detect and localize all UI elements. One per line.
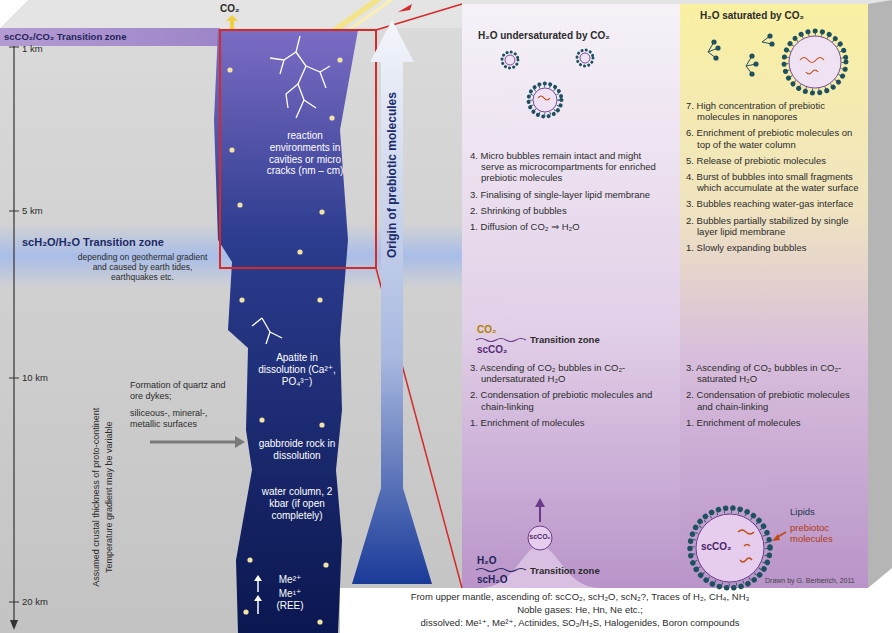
part-label: Lipids: [790, 506, 815, 517]
step-item: 1. Enrichment of molecules: [470, 417, 665, 428]
zone-label: Transition zone: [530, 334, 600, 345]
depth-label: 10 km: [22, 372, 48, 383]
origin-arrow: Origin of prebiotic molecules: [348, 18, 436, 586]
arrow-title: Origin of prebiotic molecules: [385, 92, 399, 258]
step-item: 5. Release of prebiotic molecules: [686, 155, 860, 166]
step-item: 6. Enrichment of prebiotic molecules on …: [686, 127, 860, 149]
depth-label: 20 km: [22, 596, 48, 607]
depth-label: 1 km: [22, 43, 43, 54]
depth-label: 5 km: [22, 205, 43, 216]
column-heading: H₂O saturated by CO₂: [700, 10, 804, 22]
step-item: 3. Ascending of CO₂ bubbles in CO₂-under…: [470, 362, 665, 384]
zone-note: depending on geothermal gradient and cau…: [70, 252, 215, 282]
step-item: 2. Condensation of prebiotic molecules a…: [686, 389, 860, 411]
gas-label: CO₂: [220, 3, 239, 15]
axis-label: Temperature gradient may be variable: [104, 421, 115, 573]
zone-label: scCO₂/CO₂ Transition zone: [4, 31, 126, 42]
bubble-label: scCO₂: [527, 533, 553, 541]
step-item: 4. Burst of bubbles into small fragments…: [686, 171, 860, 193]
co2-bubble: scCO₂: [527, 525, 553, 551]
step-item: 2. Bubbles partially stabilized by singl…: [686, 215, 860, 237]
rock-note: Formation of quartz and ore dykes;: [130, 380, 230, 401]
phase-label: scH₂O: [477, 574, 508, 586]
column-note: water column, 2 kbar (if open completely…: [258, 486, 336, 521]
caption-line: Noble gases: He, Hn, Ne etc.;: [345, 604, 815, 615]
co2-bubble: scCO₂: [696, 514, 764, 582]
water-column-shape: [205, 28, 365, 633]
caption-line: From upper mantle, ascending of: scCO₂, …: [345, 591, 815, 602]
step-item: 1. Enrichment of molecules: [686, 417, 860, 428]
bubble-label: scCO₂: [701, 541, 732, 553]
step-item: 2. Condensation of prebiotic molecules a…: [470, 389, 665, 411]
column-heading: H₂O undersaturated by CO₂: [478, 30, 610, 42]
phase-label: CO₂: [477, 324, 496, 336]
step-item: 1. Diffusion of CO₂ ⇒ H₂O: [470, 221, 665, 232]
step-item: 7. High concentration of prebiotic molec…: [686, 100, 860, 122]
step-item: 3. Finalising of single-layer lipid memb…: [470, 189, 665, 200]
column-note: Apatite in dissolution (Ca²⁺, PO₄³⁻): [258, 352, 336, 387]
water-column: reaction environments in cavities or mic…: [205, 28, 365, 633]
caption-line: dissolved: Me¹⁺, Me²⁺, Actinides, SO₂/H₂…: [345, 617, 815, 628]
part-label: prebiotoc molecules: [790, 522, 865, 544]
ion-label: Me¹⁺ (REE): [265, 588, 315, 612]
phase-label: H₂O: [477, 555, 496, 567]
column-note: reaction environments in cavities or mic…: [260, 130, 350, 177]
step-item: 3. Ascending of CO₂ bubbles in CO₂-satur…: [686, 362, 860, 384]
axis-label: Assumed crustal thickness of proto-conti…: [91, 407, 102, 586]
step-item: 4. Micro bubbles remain intact and might…: [470, 150, 665, 184]
step-item: 1. Slowly expanding bubbles: [686, 242, 860, 253]
zone-label: Transition zone: [530, 565, 600, 576]
ion-label: Me²⁺: [265, 574, 315, 586]
phase-label: scCO₂: [477, 344, 508, 356]
zone-label: scH₂O/H₂O Transition zone: [22, 236, 164, 249]
credit-note: Drawn by G. Berberich, 2011: [765, 577, 855, 585]
rock-note: siliceous-, mineral-, metallic surfaces: [130, 408, 230, 429]
step-item: 2. Shrinking of bubbles: [470, 205, 665, 216]
column-note: gabbroide rock in dissolution: [258, 438, 336, 462]
step-item: 3. Bubbles reaching water-gas interface: [686, 198, 860, 209]
